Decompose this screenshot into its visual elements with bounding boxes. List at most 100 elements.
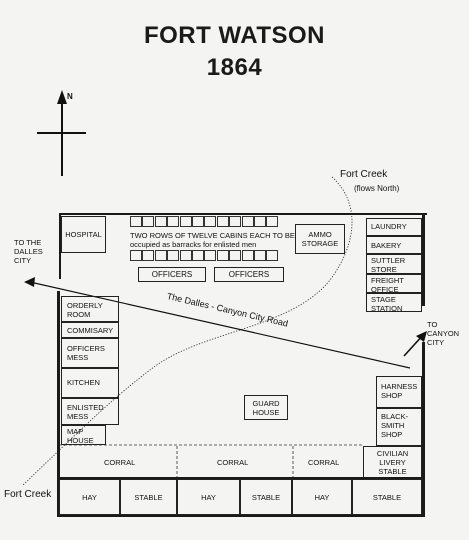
hay-2-label: HAY: [201, 492, 216, 502]
wall-south: [57, 514, 425, 517]
cabin: [216, 250, 229, 261]
cabin: [204, 216, 217, 227]
to-dalles-line2: DALLES: [14, 247, 43, 256]
to-canyon-line2: CANYON: [427, 329, 460, 338]
hay-1-label: HAY: [82, 492, 97, 502]
ammo-label-1: AMMO: [308, 230, 332, 239]
map-house-label-2: HOUSE: [67, 436, 94, 445]
harness-label-2: SHOP: [381, 391, 403, 400]
map-year: 1864: [206, 54, 263, 81]
cabin: [192, 216, 204, 227]
hay-3-label: HAY: [314, 492, 330, 502]
cabin: [254, 250, 266, 261]
bakery-label: BAKERY: [371, 241, 402, 250]
guard-house-building: GUARD HOUSE: [244, 395, 288, 420]
to-dalles-line3: CITY: [14, 256, 32, 265]
blacksmith-label-3: SHOP: [381, 430, 403, 439]
corral-2-label: CORRAL: [217, 458, 249, 467]
civilian-label-3: STABLE: [378, 466, 407, 476]
map-house-building: MAP HOUSE: [61, 425, 106, 445]
stable-1: STABLE: [120, 479, 177, 515]
wall-west-upper: [59, 213, 61, 279]
orderly-label-1: ORDERLY: [67, 301, 103, 310]
laundry-building: LAUNDRY: [366, 218, 422, 236]
cabin: [204, 250, 217, 261]
cabin: [229, 216, 242, 227]
freight-label-2: OFFICE: [371, 285, 399, 294]
officers-quarters-1: OFFICERS: [138, 267, 206, 282]
arrow-east-icon: [416, 331, 427, 342]
blacksmith-label-1: BLACK-: [381, 412, 409, 421]
cabin: [167, 250, 180, 261]
cabin: [266, 250, 279, 261]
civilian-label-1: CIVILIAN: [376, 448, 409, 458]
hospital-building: HOSPITAL: [61, 216, 106, 253]
officers-2-label: OFFICERS: [228, 270, 270, 279]
officers-mess-label-1: OFFICERS: [67, 344, 105, 353]
officers-quarters-2: OFFICERS: [214, 267, 284, 282]
orderly-room-building: ORDERLY ROOM: [61, 296, 119, 322]
stage-station-building: STAGE STATION: [366, 293, 422, 313]
suttler-store-building: SUTTLER STORE: [366, 254, 422, 274]
harness-shop-building: HARNESS SHOP: [376, 376, 422, 408]
civilian-label-2: LIVERY: [379, 457, 406, 467]
creek-label-top-sub: (flows North): [354, 184, 400, 193]
cabin: [130, 250, 142, 261]
guard-label-2: HOUSE: [252, 407, 280, 417]
bakery-building: BAKERY: [366, 236, 422, 254]
to-canyon-line1: TO: [427, 320, 438, 329]
officers-1-label: OFFICERS: [151, 270, 193, 279]
to-canyon-line3: CITY: [427, 338, 445, 347]
commisary-building: COMMISARY: [61, 322, 119, 338]
hay-barn-2: HAY: [177, 479, 240, 515]
cabin: [142, 250, 155, 261]
stable-2-label: STABLE: [251, 492, 281, 502]
enlisted-mess-label-2: MESS: [67, 412, 89, 421]
officers-mess-label-2: MESS: [67, 353, 89, 362]
freight-office-building: FREIGHT OFFICE: [366, 274, 422, 294]
laundry-label: LAUNDRY: [371, 222, 407, 231]
harness-label-1: HARNESS: [381, 382, 418, 391]
officers-mess-building: OFFICERS MESS: [61, 338, 119, 368]
wall-west-lower: [57, 291, 60, 517]
hay-barn-1: HAY: [59, 479, 120, 515]
hay-barn-3: HAY: [292, 479, 352, 515]
cabin: [179, 250, 192, 261]
creek-label-bottom: Fort Creek: [4, 489, 52, 500]
cabin: [154, 250, 167, 261]
commisary-label: COMMISARY: [67, 326, 114, 335]
kitchen-building: KITCHEN: [61, 368, 119, 398]
stable-row-divider: [57, 477, 422, 479]
corral-1-label: CORRAL: [104, 458, 136, 467]
wall-north: [59, 213, 427, 215]
guard-label-1: GUARD: [252, 398, 280, 408]
cabin: [167, 216, 180, 227]
map-title: FORT WATSON: [143, 22, 326, 49]
blacksmith-shop-building: BLACK- SMITH SHOP: [376, 408, 422, 446]
cabin: [154, 216, 167, 227]
cabin: [266, 216, 279, 227]
suttler-label-2: STORE: [371, 265, 397, 274]
freight-label-1: FREIGHT: [371, 276, 404, 285]
cabin: [142, 216, 155, 227]
ammo-storage-building: AMMO STORAGE: [295, 224, 345, 254]
to-dalles-line1: TO THE: [14, 238, 42, 247]
blacksmith-label-2: SMITH: [381, 421, 405, 430]
cabin: [192, 250, 204, 261]
cabin: [229, 250, 242, 261]
creek-label-top: Fort Creek: [340, 169, 388, 180]
enlisted-mess-label-1: ENLISTED: [67, 403, 104, 412]
suttler-label-1: SUTTLER: [371, 256, 406, 265]
arrow-west-icon: [24, 277, 35, 287]
cabin: [130, 216, 142, 227]
cabin: [216, 216, 229, 227]
orderly-label-2: ROOM: [67, 310, 91, 319]
wall-east-lower: [422, 342, 425, 517]
cabin: [179, 216, 192, 227]
hospital-label: HOSPITAL: [65, 230, 102, 239]
compass-icon: [37, 90, 86, 176]
enlisted-mess-building: ENLISTED MESS: [61, 398, 119, 425]
cabins-note-line2: occupied as barracks for enlisted men: [130, 240, 257, 249]
cabin: [241, 250, 254, 261]
